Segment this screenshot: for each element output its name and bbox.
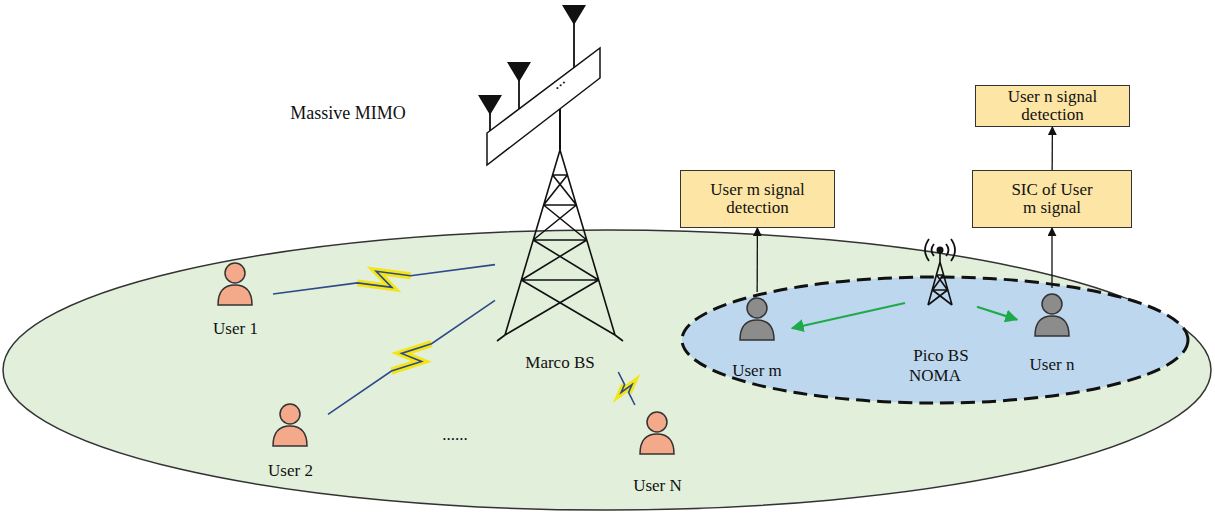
user-label: User m bbox=[732, 362, 782, 380]
ellipsis-mark: ... bbox=[540, 65, 576, 100]
antenna-element bbox=[507, 62, 531, 82]
user-node: User N bbox=[615, 405, 700, 495]
antenna-element bbox=[478, 95, 502, 115]
user-head bbox=[1042, 294, 1062, 314]
wireless-link bbox=[328, 300, 495, 414]
user-head bbox=[225, 263, 245, 283]
system-label: Massive MIMO bbox=[283, 103, 413, 124]
wireless-link bbox=[618, 372, 635, 405]
wireless-link bbox=[273, 265, 495, 294]
user-label: User 1 bbox=[213, 320, 258, 338]
user-node: User 2 bbox=[253, 400, 328, 480]
box-text: User m signal detection bbox=[687, 181, 828, 218]
user-body bbox=[218, 285, 252, 305]
user-label: User n bbox=[1030, 356, 1075, 374]
downlink-arrow bbox=[977, 307, 1017, 320]
flow-arrow bbox=[1051, 228, 1052, 288]
user-body bbox=[273, 426, 307, 446]
flow-arrow bbox=[1052, 127, 1054, 170]
lightning-bolt bbox=[391, 344, 431, 371]
user-node: User m bbox=[722, 292, 792, 380]
station-label: Pico BS bbox=[913, 347, 968, 365]
connector-group bbox=[328, 300, 495, 414]
user-label: User 2 bbox=[268, 462, 313, 480]
antenna-panel bbox=[487, 48, 600, 165]
process-box: User n signal detection bbox=[975, 85, 1130, 127]
tower-mast bbox=[559, 109, 561, 150]
tower-lattice bbox=[497, 150, 623, 341]
lightning-bolt bbox=[621, 385, 632, 393]
user-icon bbox=[218, 263, 252, 305]
user-head bbox=[280, 404, 300, 424]
pico-tower bbox=[928, 253, 952, 305]
radio-waves bbox=[925, 239, 955, 261]
noma-zone: NOMAPico BSUser mUser n bbox=[680, 275, 1190, 405]
user-label: User N bbox=[633, 477, 682, 495]
connector-group bbox=[792, 303, 905, 328]
zone-outline bbox=[680, 275, 1190, 405]
connector-group bbox=[757, 228, 758, 292]
user-node: User n bbox=[1017, 288, 1087, 374]
user-head bbox=[647, 412, 667, 432]
connector-group bbox=[977, 307, 1017, 320]
antenna-element bbox=[562, 5, 586, 25]
user-icon bbox=[740, 298, 774, 340]
user-body bbox=[740, 320, 774, 340]
lightning-bolt bbox=[357, 271, 410, 287]
connector-group bbox=[618, 372, 635, 405]
user-node: User 1 bbox=[198, 260, 273, 338]
ellipsis-mark: ...... bbox=[425, 425, 485, 445]
connector-group bbox=[1052, 127, 1053, 170]
pico-base-station: Pico BS bbox=[905, 225, 977, 365]
process-box: User m signal detection bbox=[680, 170, 835, 228]
user-head bbox=[747, 298, 767, 318]
process-box: SIC of User m signal bbox=[972, 170, 1132, 228]
flow-arrow bbox=[757, 228, 759, 292]
connector-group bbox=[1052, 228, 1053, 288]
user-body bbox=[1035, 316, 1069, 336]
pico-antenna bbox=[937, 247, 944, 254]
downlink-arrow bbox=[792, 303, 905, 328]
box-text: SIC of User m signal bbox=[1005, 181, 1099, 218]
station-label: Marco BS bbox=[525, 354, 594, 372]
macro-base-station: Marco BS bbox=[495, 140, 625, 372]
connector-group bbox=[273, 265, 495, 294]
user-icon bbox=[1035, 294, 1069, 336]
user-icon bbox=[640, 412, 674, 454]
macro-cell-area bbox=[3, 230, 1211, 510]
box-text: User n signal detection bbox=[982, 88, 1123, 125]
user-body bbox=[640, 434, 674, 454]
user-icon bbox=[273, 404, 307, 446]
